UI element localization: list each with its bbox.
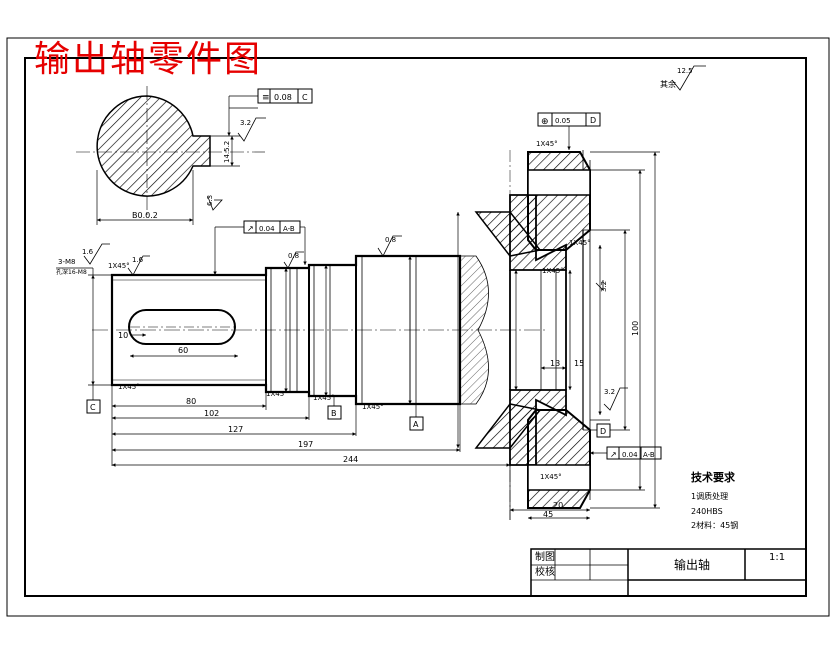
datum-label: D bbox=[600, 427, 606, 436]
dim-102: 102 bbox=[204, 409, 219, 418]
position-icon: ⊕ bbox=[541, 117, 549, 127]
tech-requirement-item: 240HBS bbox=[691, 507, 723, 516]
dim-197: 197 bbox=[298, 440, 313, 449]
roughness-value: 1.6 bbox=[132, 256, 144, 264]
chamfer-label: 1X45° bbox=[540, 473, 562, 481]
dim-127: 127 bbox=[228, 425, 243, 434]
runout-icon: ↗ bbox=[247, 224, 254, 233]
roughness-value: 3.2 bbox=[600, 281, 608, 292]
datum-box-a: A bbox=[409, 404, 424, 431]
roughness-value: 1.6 bbox=[82, 248, 94, 256]
dim-100: 100 bbox=[631, 321, 640, 336]
roughness-value: 3.2 bbox=[240, 119, 251, 127]
length-dimensions bbox=[111, 333, 590, 520]
inner-frame bbox=[24, 57, 807, 597]
section-depth-label: 14.5.2 bbox=[223, 141, 231, 163]
general-roughness-note: 其余 bbox=[660, 79, 676, 89]
dim-13: 13 bbox=[550, 359, 560, 368]
datum-label: B bbox=[331, 409, 337, 418]
dim-10: 10 bbox=[118, 331, 128, 340]
tech-requirement-item: 2材料：45钢 bbox=[691, 521, 739, 530]
runout-frame-bottom: ↗ 0.04 A-B bbox=[590, 446, 662, 460]
chamfer-label: 1X45° bbox=[569, 239, 591, 247]
dim-80: 80 bbox=[186, 397, 196, 406]
chamfer-label: 1X45° bbox=[542, 267, 564, 275]
thread-depth: 孔深16-M8 bbox=[56, 268, 87, 276]
roughness-value: 0.8 bbox=[288, 252, 299, 260]
general-roughness: 12.5 其余 bbox=[660, 65, 706, 91]
roughness-symbol: 3.2 bbox=[237, 117, 266, 142]
roughness-value: 3.2 bbox=[604, 388, 615, 396]
datum-label: A bbox=[413, 420, 419, 429]
section-hatch bbox=[96, 95, 211, 197]
roughness-symbols bbox=[83, 235, 628, 411]
tech-requirement-item: 1调质处理 bbox=[691, 492, 729, 501]
title-block bbox=[530, 548, 807, 597]
runout-frame-top: ↗ 0.04 A-B bbox=[213, 220, 307, 275]
title-block-scale: 1:1 bbox=[769, 552, 786, 563]
title-block-part-name: 输出轴 bbox=[674, 558, 711, 572]
runout-value: 0.04 bbox=[259, 225, 275, 233]
dim-45: 45 bbox=[543, 510, 553, 519]
diameter-dimensions bbox=[88, 151, 660, 509]
section-width-label: B0.0.2 bbox=[132, 211, 158, 220]
drawing-main-title: 输出轴零件图 bbox=[34, 39, 263, 80]
roughness-symbol: 6.3 bbox=[206, 195, 223, 211]
chamfer-label: 1X45° bbox=[118, 383, 140, 391]
sym-datum: C bbox=[302, 93, 308, 102]
dim-60: 60 bbox=[178, 346, 188, 355]
roughness-value: 0.8 bbox=[385, 236, 396, 244]
runout-value: 0.04 bbox=[622, 451, 638, 459]
datum-label: C bbox=[90, 403, 96, 412]
runout-icon: ↗ bbox=[610, 450, 617, 459]
chamfer-label: 1X45° bbox=[266, 390, 288, 398]
section-view: B0.0.2 14.5.2 bbox=[76, 86, 265, 225]
chamfer-label: 1X45° bbox=[536, 140, 558, 148]
tech-requirements-heading: 技术要求 bbox=[691, 471, 735, 484]
dim-15: 15 bbox=[574, 359, 584, 368]
datum-box-d: D bbox=[590, 419, 611, 438]
runout-datum: A-B bbox=[643, 451, 655, 459]
roughness-value: 6.3 bbox=[206, 195, 214, 206]
dim-244: 244 bbox=[343, 455, 358, 464]
thread-spec: 3-M8 bbox=[58, 258, 75, 266]
general-roughness-value: 12.5 bbox=[677, 67, 693, 75]
position-frame: ⊕ 0.05 D bbox=[537, 112, 601, 150]
chamfer-label: 1X45° bbox=[362, 403, 384, 411]
sym-value: 0.08 bbox=[274, 93, 292, 102]
runout-datum: A-B bbox=[283, 225, 295, 233]
position-datum: D bbox=[590, 116, 596, 125]
thread-callout: 3-M8 孔深16-M8 bbox=[56, 258, 94, 276]
datum-box-b: B bbox=[327, 396, 342, 420]
chamfer-label: 1X45° bbox=[313, 394, 335, 402]
dim-20: 20 bbox=[553, 501, 563, 510]
chamfer-label: 1X45° bbox=[108, 262, 130, 270]
gear-section bbox=[459, 150, 591, 520]
title-block-check-label: 校核 bbox=[535, 567, 555, 578]
symmetry-tolerance-frame: ≡ 0.08 C bbox=[228, 88, 313, 108]
symmetry-icon: ≡ bbox=[262, 93, 270, 103]
outer-frame bbox=[6, 37, 830, 617]
title-block-draw-label: 制图 bbox=[535, 552, 555, 563]
datum-box-c: C bbox=[86, 385, 101, 414]
position-value: 0.05 bbox=[555, 117, 571, 125]
